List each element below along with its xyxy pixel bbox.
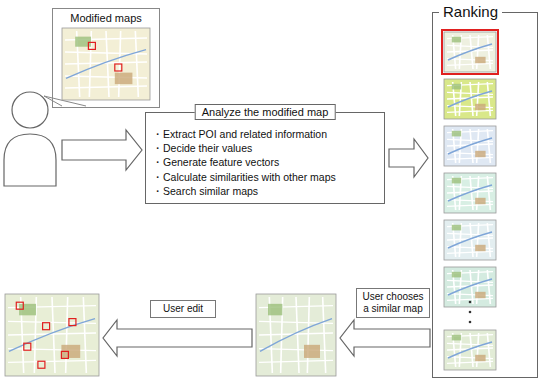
user-icon — [4, 92, 56, 186]
bullet-item: ・Decide their values — [146, 141, 384, 155]
ranked-map — [444, 126, 496, 166]
bullet-item: ・Extract POI and related information — [146, 127, 384, 141]
modified-map-thumbnail — [62, 28, 150, 100]
ranked-map — [444, 173, 496, 213]
heading: Modified maps — [53, 9, 159, 24]
flow-arrow — [340, 320, 430, 356]
ranked-map — [444, 220, 496, 260]
callout-box: Modified maps — [52, 8, 160, 108]
ranking-panel: Ranking — [432, 12, 538, 378]
arrow-label: User chooses a similar map — [356, 288, 430, 318]
ellipsis-dot — [469, 311, 472, 314]
bullet-item: ・Calculate similarities with other maps — [146, 170, 384, 184]
process-box: Analyze the modified map・Extract POI and… — [145, 112, 385, 204]
ranked-map — [444, 32, 496, 72]
heading: Ranking — [439, 3, 502, 20]
edited-map — [5, 294, 99, 376]
flow-arrow — [62, 130, 142, 170]
ranked-map — [444, 79, 496, 119]
ranked-map — [444, 330, 496, 370]
chosen-map — [256, 294, 336, 376]
bullet-item: ・Search similar maps — [146, 184, 384, 198]
flow-arrow — [103, 320, 252, 356]
ellipsis-dot — [469, 321, 472, 324]
selected-highlight — [442, 30, 498, 74]
arrow-label: User edit — [150, 300, 216, 318]
ellipsis-dot — [469, 301, 472, 304]
bullet-item: ・Generate feature vectors — [146, 155, 384, 169]
flow-arrow — [389, 139, 428, 177]
ranked-map — [444, 267, 496, 307]
heading: Analyze the modified map — [195, 104, 336, 120]
